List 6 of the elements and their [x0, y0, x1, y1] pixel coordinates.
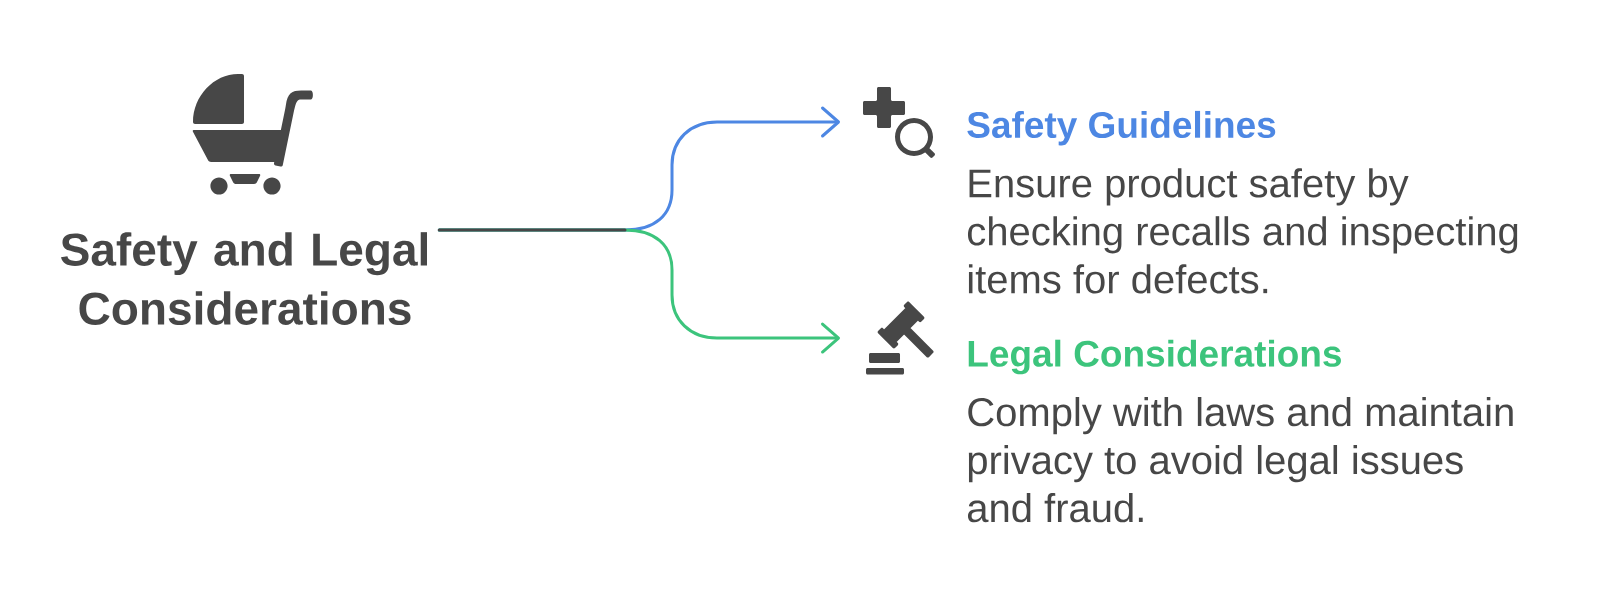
body-text: Comply with laws and maintain privacy to avoid legal issues and fraud. — [967, 397, 1513, 523]
body-text: Ensure product safety by checking recalls and inspecting items for defects. — [967, 168, 1518, 294]
heading: Safety Guidelines — [967, 110, 1276, 146]
topic-text: Safety and Legal Considerations — [61, 232, 427, 325]
connector-line — [437, 228, 627, 232]
heading: Legal Considerations — [968, 339, 1341, 375]
